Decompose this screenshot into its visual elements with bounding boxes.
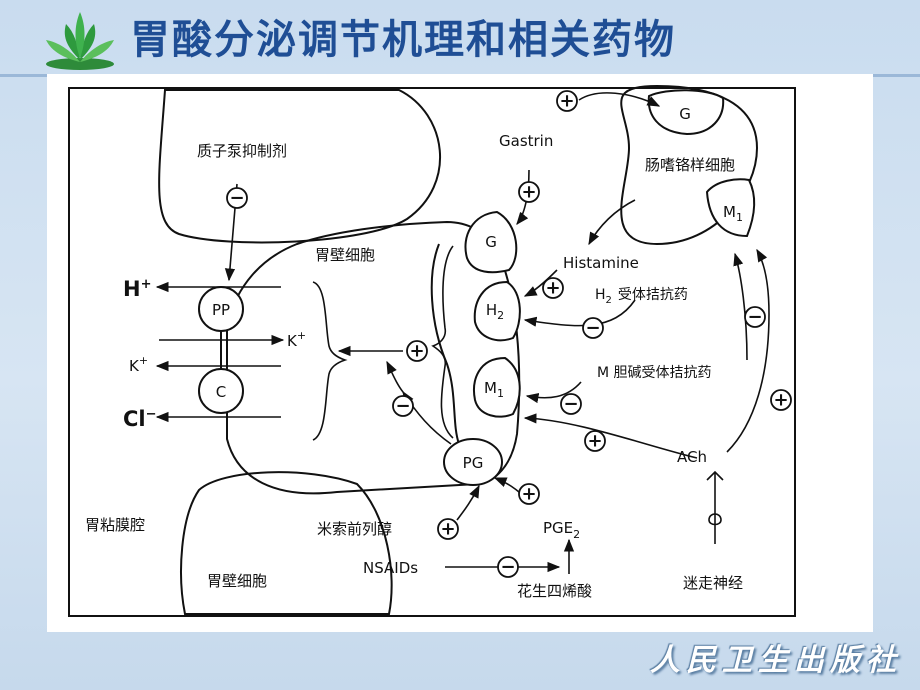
sign-circle bbox=[392, 395, 414, 417]
bottom-parietal-cell-shape bbox=[180, 471, 393, 615]
receptor-m1 bbox=[473, 356, 521, 418]
gastrin-g-plus-sign: + bbox=[521, 182, 536, 203]
k-in-ion-label: K+ bbox=[129, 354, 148, 375]
misoprostol-label: 米索前列醇 bbox=[317, 520, 392, 538]
misoprostol-arrow bbox=[456, 484, 480, 521]
sign-circle bbox=[770, 389, 792, 411]
pump-pp-label: PP bbox=[212, 301, 230, 319]
nsaids-label: NSAIDs bbox=[363, 559, 418, 577]
ecl-receptor-g-label: G bbox=[679, 105, 691, 123]
ppi-minus-sign: − bbox=[229, 188, 244, 209]
histamine-label: Histamine bbox=[563, 254, 639, 272]
pump-c-label: C bbox=[216, 383, 226, 401]
vagus-synapse-icon bbox=[706, 470, 724, 526]
signal-plus-sign: + bbox=[409, 341, 424, 362]
cl-ion-label: Cl− bbox=[123, 407, 157, 431]
sign-circle bbox=[744, 306, 766, 328]
m-antagonist-minus-sign: − bbox=[563, 394, 578, 415]
gastric-lumen-label: 胃粘膜腔 bbox=[85, 516, 145, 534]
sign-circle bbox=[497, 556, 519, 578]
inner-parietal-cell-boundary bbox=[430, 243, 460, 445]
ach-label: ACh bbox=[677, 448, 707, 466]
h-ion-label: H+ bbox=[123, 277, 151, 301]
misoprostol-plus-sign: + bbox=[440, 519, 455, 540]
receptor-h2-label: H2 bbox=[486, 301, 504, 322]
ecl-receptor-g bbox=[647, 89, 725, 136]
ach-ecl-plus-sign: + bbox=[773, 390, 788, 411]
arachidonic-acid-label: 花生四烯酸 bbox=[517, 582, 592, 600]
ecl-to-histamine-arrow bbox=[588, 199, 636, 246]
k-out-ion-label: K+ bbox=[287, 329, 306, 350]
sign-circle bbox=[560, 393, 582, 415]
sign-circle bbox=[518, 181, 540, 203]
sign-circle bbox=[584, 430, 606, 452]
gastric-acid-diagram: − + + + − + − − − + + + + − G H2 M1 PG G… bbox=[47, 74, 873, 632]
ach-m1-plus-sign: + bbox=[587, 431, 602, 452]
sign-circle bbox=[542, 277, 564, 299]
sign-circle bbox=[226, 187, 248, 209]
sign-circle bbox=[437, 518, 459, 540]
left-brace bbox=[312, 281, 348, 441]
page-title: 胃酸分泌调节机理和相关药物 bbox=[130, 17, 676, 63]
parietal-cell-label: 胃壁细胞 bbox=[315, 246, 375, 264]
histamine-to-h2-arrow bbox=[523, 269, 558, 297]
gastrin-ecl-plus-sign: + bbox=[559, 91, 574, 112]
receptor-pg-label: PG bbox=[463, 454, 484, 472]
ach-to-m1-arrow bbox=[523, 413, 698, 459]
sign-circle bbox=[582, 317, 604, 339]
ppi-label: 质子泵抑制剂 bbox=[197, 142, 287, 160]
nsaids-minus-sign: − bbox=[500, 557, 515, 578]
ecl-receptor-m1-label: M1 bbox=[723, 203, 743, 224]
ach-to-ecl-m1-arrow bbox=[726, 248, 770, 453]
vagus-nerve-label: 迷走神经 bbox=[683, 574, 743, 592]
right-brace bbox=[431, 245, 454, 439]
gastrin-to-ecl-arrow bbox=[578, 92, 661, 107]
receptor-g bbox=[464, 210, 518, 274]
diagram-frame bbox=[68, 87, 796, 617]
sign-circle bbox=[406, 340, 428, 362]
logo-icon bbox=[46, 12, 114, 70]
receptor-h2 bbox=[473, 280, 521, 342]
ecl-cell-label: 肠嗜铬样细胞 bbox=[645, 156, 735, 174]
m-antagonist-label: M 胆碱受体拮抗药 bbox=[597, 365, 712, 381]
ecl-receptor-m1 bbox=[705, 178, 755, 238]
receptor-m1-label: M1 bbox=[484, 379, 504, 400]
pge2-label: PGE2 bbox=[543, 519, 580, 541]
m1-to-pg-inhibition-arrow bbox=[386, 360, 404, 393]
sign-circle bbox=[518, 483, 540, 505]
top-parietal-cell-shape bbox=[158, 89, 441, 244]
histamine-plus-sign: + bbox=[545, 278, 560, 299]
m-antagonist-arrow bbox=[525, 381, 582, 404]
gastrin-label: Gastrin bbox=[499, 132, 553, 150]
bottom-parietal-cell-label: 胃壁细胞 bbox=[207, 572, 267, 590]
m-antagonist-to-ecl-arrow bbox=[733, 252, 748, 361]
sign-circle bbox=[556, 90, 578, 112]
pg-minus-sign: − bbox=[395, 396, 410, 417]
publisher-logo: 人民卫生出版社 bbox=[650, 643, 902, 678]
pge2-plus-sign: + bbox=[521, 484, 536, 505]
receptor-g-label: G bbox=[485, 233, 497, 251]
m-antagonist-ecl-minus-sign: − bbox=[747, 307, 762, 328]
h2-antagonist-arrow bbox=[523, 299, 636, 327]
h2-antagonist-minus-sign: − bbox=[585, 318, 600, 339]
